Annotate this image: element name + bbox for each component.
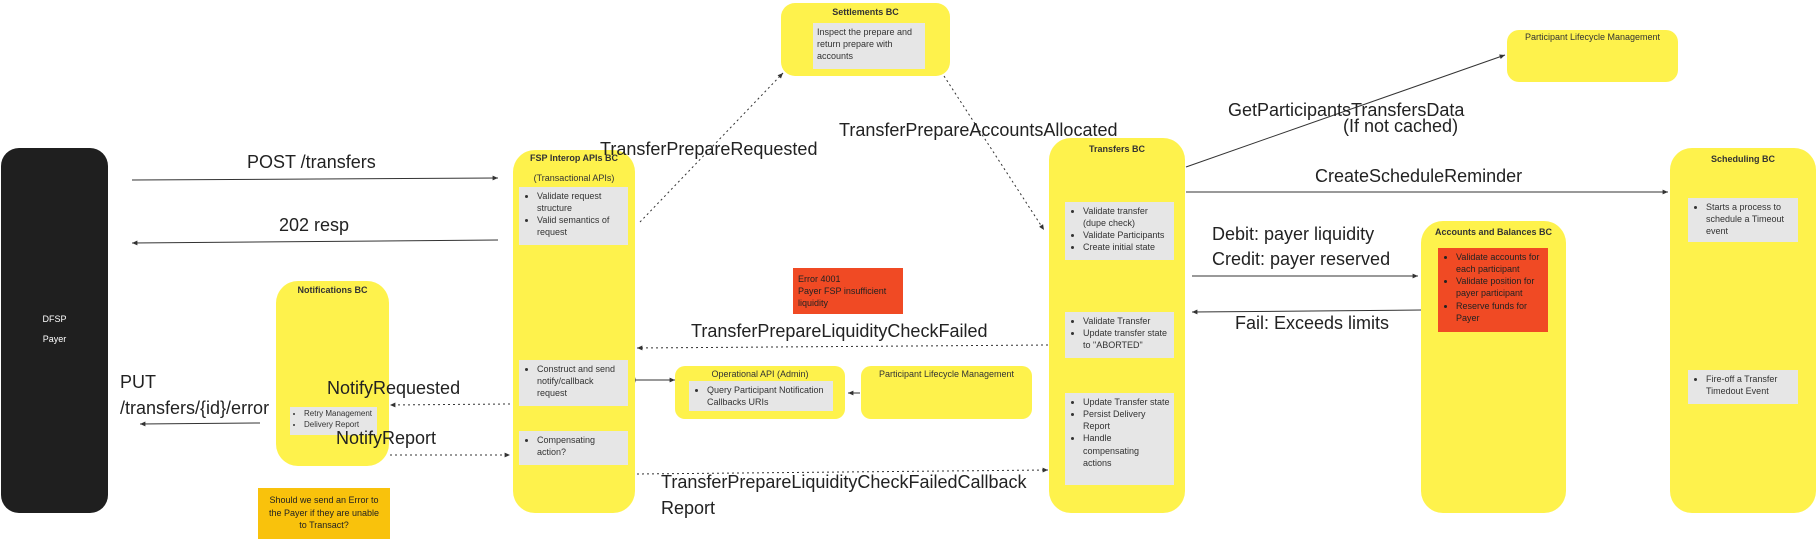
notifications-title: Notifications BC xyxy=(297,285,368,295)
prepare-requested-label: TransferPrepareRequested xyxy=(600,139,818,159)
accounts-allocated-arrow xyxy=(943,75,1045,231)
transfers-update-state: Update Transfer state xyxy=(1083,396,1170,408)
plm-mid-title: Participant Lifecycle Management xyxy=(878,369,1015,379)
accounts-validate-position: Validate position for payer participant xyxy=(1456,275,1544,299)
credit-label: Credit: payer reserved xyxy=(1212,249,1391,269)
plm-top-title: Participant Lifecycle Management xyxy=(1524,32,1661,42)
settlements-bc: Settlements BC Inspect the prepare and r… xyxy=(781,3,950,76)
liquidity-failed-label: TransferPrepareLiquidityCheckFailed xyxy=(691,321,988,341)
notify-requested-label: NotifyRequested xyxy=(327,378,461,398)
create-schedule-label: CreateScheduleReminder xyxy=(1315,166,1523,186)
callback-label-line2: Report xyxy=(661,498,716,518)
scheduling-bc: Scheduling BC Starts a process to schedu… xyxy=(1670,148,1816,513)
transfers-abort-box: Validate TransferUpdate transfer state t… xyxy=(1065,312,1174,358)
fsp-validate-structure: Validate request structure xyxy=(537,190,624,214)
dfsp-label: DFSP xyxy=(42,314,67,324)
post-transfers-label: POST /transfers xyxy=(247,152,376,172)
accounts-allocated-label: TransferPrepareAccountsAllocated xyxy=(839,120,1118,140)
fsp-compensating: Compensating action? xyxy=(537,434,624,458)
put-label-line2: /transfers/{id}/error xyxy=(120,398,270,418)
resp-202-arrow xyxy=(131,239,499,246)
plm-top-box: Participant Lifecycle Management xyxy=(1507,30,1678,82)
fsp-construct-notify: Construct and send notify/callback reque… xyxy=(537,363,624,399)
fail-arrow xyxy=(1191,309,1423,315)
fsp-compensating-box: Compensating action? xyxy=(519,431,628,465)
notify-requested-arrow xyxy=(389,402,511,408)
error-code: Error 4001 xyxy=(798,274,841,284)
scheduling-title: Scheduling BC xyxy=(1710,154,1775,164)
transfers-persist-report: Persist Delivery Report xyxy=(1083,408,1170,432)
accounts-title: Accounts and Balances BC xyxy=(1434,227,1553,237)
callback-report-arrow xyxy=(636,467,1049,475)
accounts-validate: Validate accounts for each participant xyxy=(1456,251,1544,275)
scheduling-fire-event: Fire-off a Transfer Timedout Event xyxy=(1706,373,1794,397)
callback-label-line1: TransferPrepareLiquidityCheckFailedCallb… xyxy=(661,472,1027,492)
fsp-validate-semantics: Valid semantics of request xyxy=(537,214,624,238)
fsp-subtitle: (Transactional APIs) xyxy=(533,173,615,183)
transfers-create-state: Create initial state xyxy=(1083,241,1170,253)
fsp-interop-bc: FSP Interop APIs BC (Transactional APIs)… xyxy=(513,150,635,513)
fail-label: Fail: Exceeds limits xyxy=(1235,313,1390,333)
query-callback-uris: Query Participant Notification Callbacks… xyxy=(707,384,829,408)
fsp-title: FSP Interop APIs BC xyxy=(529,153,618,163)
accounts-bc: Accounts and Balances BC Validate accoun… xyxy=(1421,221,1566,513)
transfers-bc: Transfers BC Validate transfer (dupe che… xyxy=(1049,138,1185,513)
accounts-reserve-funds: Reserve funds for Payer xyxy=(1456,300,1544,324)
transfers-aborted: Update transfer state to "ABORTED" xyxy=(1083,327,1170,351)
get-participants-label: GetParticipantsTransfersData xyxy=(1228,100,1465,120)
if-not-cached-label: (If not cached) xyxy=(1343,116,1459,136)
scheduling-fire-box: Fire-off a Transfer Timedout Event xyxy=(1688,370,1798,404)
liquidity-failed-arrow xyxy=(636,344,1049,351)
scheduling-timeout-box: Starts a process to schedule a Timeout e… xyxy=(1688,198,1798,242)
operational-title: Operational API (Admin) xyxy=(711,369,809,379)
transfers-update-box: Update Transfer statePersist Delivery Re… xyxy=(1065,393,1174,485)
scheduling-start-process: Starts a process to schedule a Timeout e… xyxy=(1706,201,1794,237)
fsp-validation-box: Validate request structureValid semantic… xyxy=(519,187,628,245)
transfers-validate-box: Validate transfer (dupe check)Validate P… xyxy=(1065,202,1174,260)
settlements-title: Settlements BC xyxy=(832,7,899,17)
delivery-report: Delivery Report xyxy=(304,420,375,431)
put-error-arrow xyxy=(139,421,261,427)
get-participants-arrow xyxy=(1185,54,1506,168)
question-note: Should we send an Error to the Payer if … xyxy=(258,488,390,539)
retry-management: Retry Management xyxy=(304,409,375,420)
post-transfers-arrow xyxy=(131,175,499,181)
settlements-note: Inspect the prepare and return prepare w… xyxy=(813,23,925,69)
operational-api: Operational API (Admin) Query Participan… xyxy=(675,366,845,419)
transfers-validate-participants: Validate Participants xyxy=(1083,229,1170,241)
dfsp-payer-box: DFSP Payer xyxy=(1,148,108,513)
notifications-list: Retry ManagementDelivery Report xyxy=(290,407,377,435)
error-note: Error 4001 Payer FSP insufficient liquid… xyxy=(793,268,903,314)
transfers-compensating: Handle compensating actions xyxy=(1083,432,1170,468)
notifications-bc: Notifications BC Retry ManagementDeliver… xyxy=(276,281,389,466)
put-label-line1: PUT xyxy=(120,372,156,392)
plm-mid-box: Participant Lifecycle Management xyxy=(861,366,1032,419)
operational-list: Query Participant Notification Callbacks… xyxy=(689,381,833,411)
resp-202-label: 202 resp xyxy=(279,215,350,235)
payer-label: Payer xyxy=(42,334,67,344)
accounts-list: Validate accounts for each participantVa… xyxy=(1438,248,1548,332)
fsp-notify-box: Construct and send notify/callback reque… xyxy=(519,360,628,406)
error-message: Payer FSP insufficient liquidity xyxy=(798,286,887,309)
transfers-dupe-check: Validate transfer (dupe check) xyxy=(1083,205,1170,229)
debit-label: Debit: payer liquidity xyxy=(1212,224,1375,244)
transfers-title: Transfers BC xyxy=(1088,144,1146,154)
transfers-validate: Validate Transfer xyxy=(1083,315,1170,327)
notify-report-label: NotifyReport xyxy=(336,428,437,448)
